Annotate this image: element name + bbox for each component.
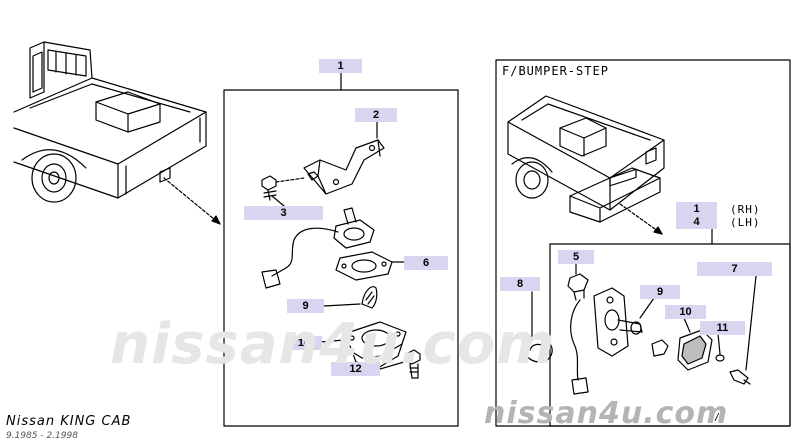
truck-illustration-left xyxy=(13,41,221,225)
callout-7[interactable]: 7 xyxy=(697,262,772,276)
callout-10-right[interactable]: 10 xyxy=(665,305,706,319)
callout-12[interactable]: 12 xyxy=(331,362,380,376)
footer-dates: 9.1985 - 2.1998 xyxy=(6,431,78,441)
callout-8[interactable]: 8 xyxy=(500,277,540,291)
callout-11[interactable]: 11 xyxy=(700,321,745,335)
corner-mark: / xyxy=(714,412,721,423)
left-parts-box xyxy=(223,72,459,427)
callout-10-left[interactable]: 10 xyxy=(286,336,322,350)
callout-5[interactable]: 5 xyxy=(558,250,594,264)
truck-illustration-right xyxy=(507,95,665,235)
callout-2[interactable]: 2 xyxy=(355,108,397,122)
watermark-bottom-right: nissan4u.com xyxy=(484,396,729,431)
callout-3[interactable]: 3 xyxy=(244,206,323,220)
footer-model: Nissan KING CAB xyxy=(6,414,132,429)
part-8-harness xyxy=(523,291,589,395)
part-11-washer xyxy=(715,333,725,362)
part-6-lamp-assembly xyxy=(261,207,405,289)
callout-9-left[interactable]: 9 xyxy=(287,299,324,313)
callout-1-rh[interactable]: 1 xyxy=(676,202,717,216)
section-title: F/BUMPER-STEP xyxy=(502,64,609,78)
part-9-lens xyxy=(323,286,378,309)
part-3-screws xyxy=(261,171,319,207)
rh-label: (RH) xyxy=(730,203,761,216)
lh-label: (LH) xyxy=(730,216,761,229)
part-2-bracket xyxy=(303,120,385,195)
part-5-clip xyxy=(567,263,589,301)
right-inner-box xyxy=(549,227,791,427)
callout-9-right[interactable]: 9 xyxy=(640,285,680,299)
callout-6[interactable]: 6 xyxy=(404,256,448,270)
part-9-socket xyxy=(593,287,669,357)
watermark-center: nissan4u.com xyxy=(110,312,556,377)
callout-4-lh[interactable]: 4 xyxy=(676,215,717,229)
part-7-screw xyxy=(729,275,757,385)
part-12-bolt xyxy=(379,349,421,379)
callout-1-left[interactable]: 1 xyxy=(319,59,362,73)
